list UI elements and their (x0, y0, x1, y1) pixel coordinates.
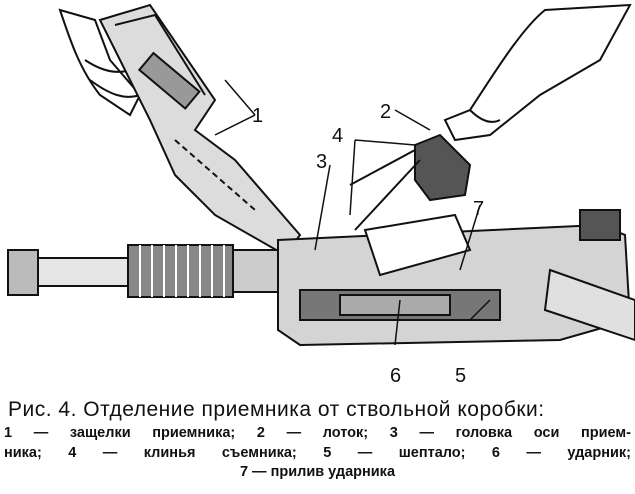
machine-gun-illustration: 1 2 3 4 5 6 7 (7, 3, 635, 387)
tray-part (349, 133, 472, 231)
callout-2: 2 (380, 101, 391, 123)
callout-4: 4 (332, 125, 343, 147)
right-hand-drawing (443, 3, 632, 142)
receiver-assembly (98, 3, 302, 257)
receiver-body (277, 209, 632, 347)
legend-line: 7 — прилив ударника (239, 464, 396, 481)
legend-line: ника; 4 — клинья съемника; 5 — шептало; … (4, 444, 631, 461)
buttstock (543, 268, 635, 342)
callout-5: 5 (455, 365, 466, 387)
callout-7: 7 (473, 198, 484, 220)
callout-leaders (214, 79, 491, 346)
legend-line: 1 — защелки приемника; 2 — лоток; 3 — го… (4, 425, 631, 442)
caption-title: Рис. 4. Отделение приемника от ствольной… (8, 398, 545, 421)
callout-1: 1 (252, 105, 263, 127)
callout-6: 6 (390, 365, 401, 387)
figure-caption: Рис. 4. Отделение приемника от ствольной… (4, 398, 631, 481)
barrel (7, 244, 279, 298)
callout-3: 3 (316, 151, 327, 173)
